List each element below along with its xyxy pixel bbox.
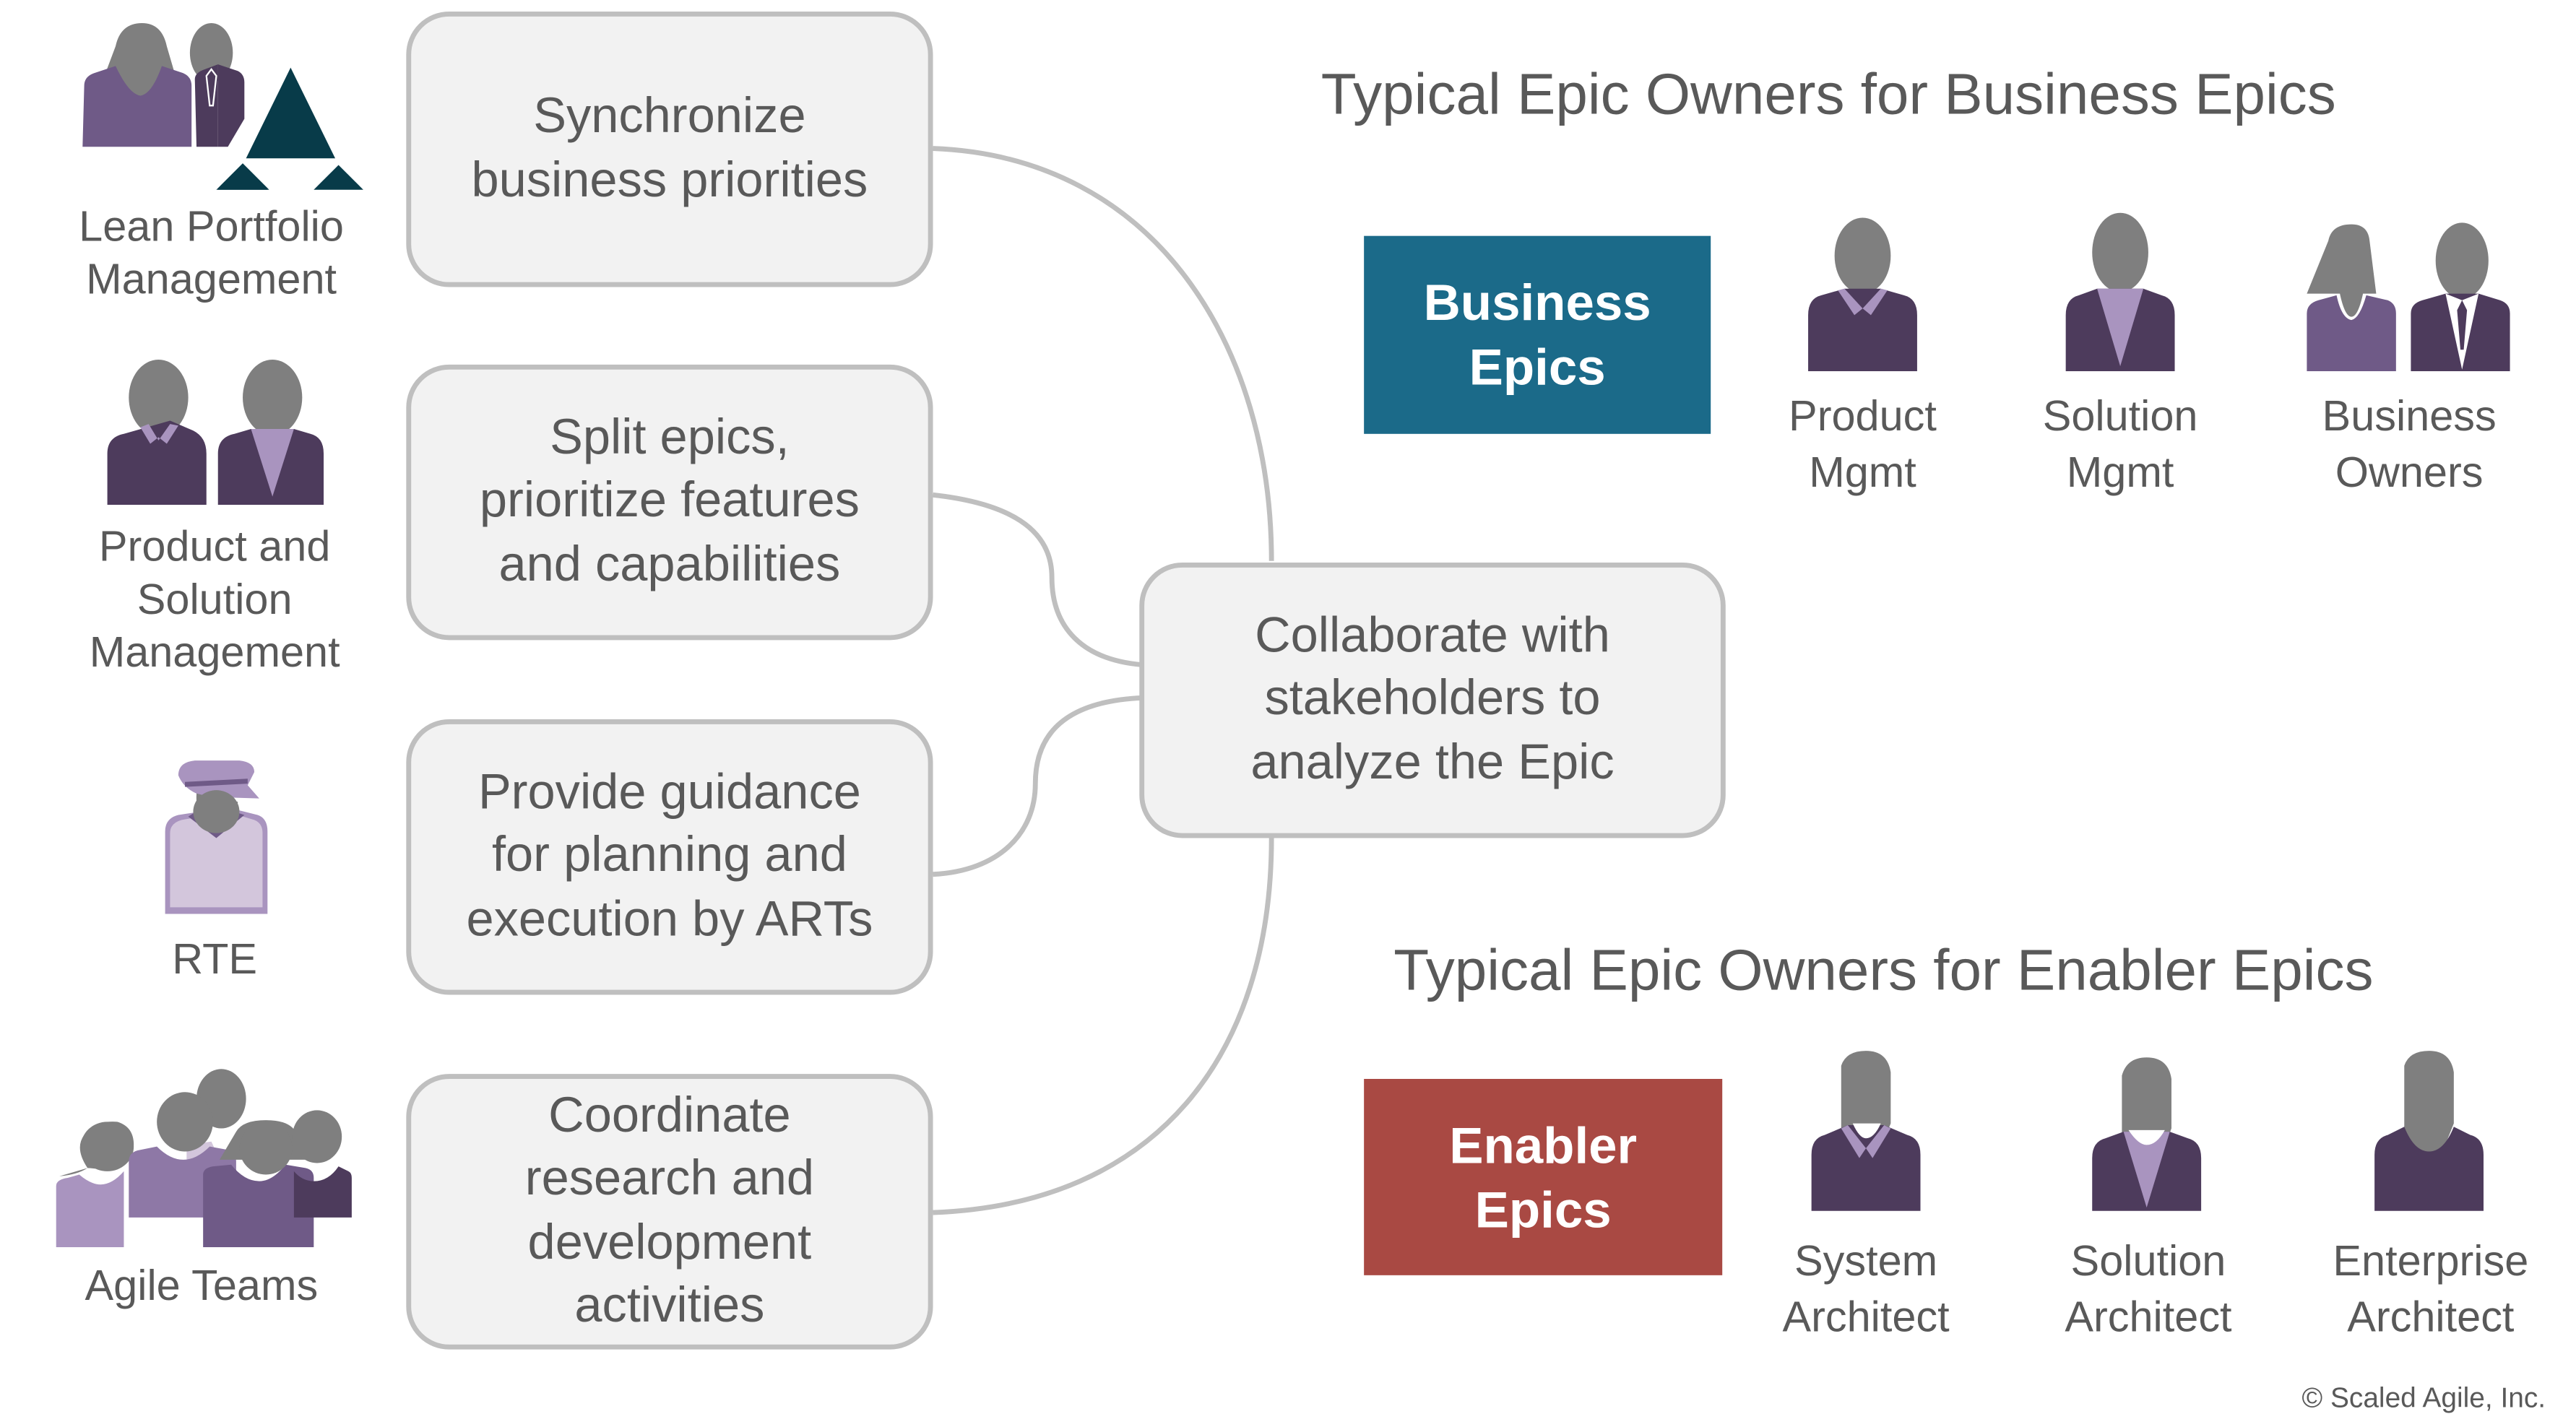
owner-label-solution-mgmt: Solution Mgmt (2042, 391, 2198, 497)
role-label-lean-portfolio: Lean Portfolio Management (79, 201, 344, 304)
enabler-epics-box: Enabler Epics (1364, 1078, 1723, 1275)
connector-split (933, 492, 1144, 668)
solution-architect-icon (2092, 1057, 2202, 1211)
connector-synchronize (933, 146, 1274, 561)
owner-label-business-owners: Business Owners (2322, 391, 2497, 497)
solution-manager-icon (2065, 212, 2175, 371)
task-split-epics: Split epics, prioritize features and cap… (406, 364, 933, 641)
owner-label-system-architect: System Architect (1782, 1236, 1950, 1342)
lean-portfolio-management-icon (82, 22, 245, 147)
owner-label-enterprise-architect: Enterprise Architect (2333, 1236, 2529, 1342)
rte-icon (165, 760, 268, 914)
business-owners-icon (2307, 222, 2510, 371)
product-solution-management-icon (107, 359, 324, 506)
task-provide-guidance: Provide guidance for planning and execut… (406, 719, 933, 995)
agile-teams-icon (56, 1069, 352, 1248)
system-architect-icon (1811, 1051, 1921, 1211)
connector-coordinate (933, 838, 1274, 1215)
portfolio-triangle-cluster (216, 67, 363, 190)
task-coordinate-research: Coordinate research and development acti… (406, 1074, 933, 1350)
role-label-rte: RTE (172, 933, 258, 984)
owner-label-product-mgmt: Product Mgmt (1789, 391, 1937, 497)
product-manager-icon (1808, 217, 1917, 371)
task-synchronize-priorities: Synchronize business priorities (406, 11, 933, 287)
enterprise-architect-icon (2374, 1051, 2484, 1211)
connector-guidance (933, 695, 1143, 877)
business-epics-box: Business Epics (1364, 235, 1711, 434)
role-label-agile-teams: Agile Teams (85, 1260, 319, 1310)
enabler-epics-title: Typical Epic Owners for Enabler Epics (1393, 938, 2374, 1003)
center-collaborate-box: Collaborate with stakeholders to analyze… (1139, 562, 1726, 838)
copyright-notice: © Scaled Agile, Inc. (2301, 1382, 2546, 1414)
role-label-product-solution: Product and Solution Management (89, 521, 340, 677)
owner-label-solution-architect: Solution Architect (2065, 1236, 2232, 1342)
business-epics-title: Typical Epic Owners for Business Epics (1321, 62, 2336, 127)
